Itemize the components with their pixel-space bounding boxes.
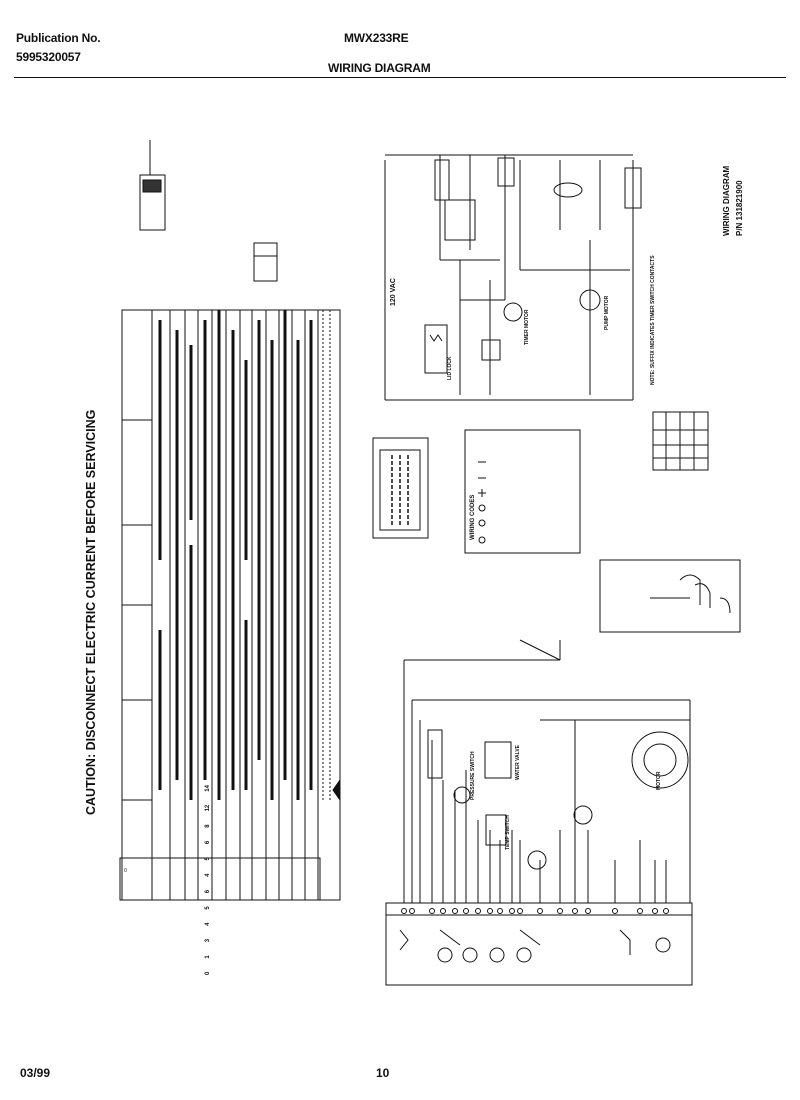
header-rule bbox=[14, 77, 786, 78]
footer-date: 03/99 bbox=[20, 1066, 51, 1080]
svg-text:0: 0 bbox=[124, 868, 127, 874]
legend-title: WIRING CODES bbox=[470, 494, 476, 540]
cycle-number-labels: 0 bbox=[124, 868, 127, 874]
ladder-schematic bbox=[384, 154, 634, 401]
water-valve bbox=[434, 159, 450, 201]
chart-arrow bbox=[332, 778, 341, 802]
pressure-switch-pictorial bbox=[453, 786, 471, 804]
pump-motor bbox=[579, 289, 601, 311]
timer-motor-label: TIMER MOTOR bbox=[524, 309, 530, 345]
page-title: WIRING DIAGRAM bbox=[328, 61, 431, 75]
connector-pins bbox=[379, 449, 421, 531]
page-number: 10 bbox=[376, 1066, 390, 1080]
drive-coil-detail bbox=[599, 559, 741, 633]
motor-winding bbox=[553, 182, 583, 198]
cycle-row-number: 6 bbox=[205, 840, 211, 845]
cycle-row-number: 6 bbox=[205, 889, 211, 894]
cycle-row-number: 3 bbox=[205, 938, 211, 943]
timer-increments bbox=[322, 310, 331, 800]
motor-box bbox=[624, 167, 642, 209]
pump-motor-label: PUMP MOTOR bbox=[604, 295, 610, 330]
temp-switch bbox=[444, 199, 476, 241]
cycle-row-number: 8 bbox=[205, 824, 211, 828]
cycle-row-number: 14 bbox=[205, 785, 211, 792]
motor-pictorial bbox=[631, 731, 689, 789]
cycle-row-number: 5 bbox=[205, 857, 211, 861]
temp-switch-label: TEMP SWITCH bbox=[505, 815, 511, 850]
model-number: MWX233RE bbox=[344, 31, 409, 45]
wiring-codes-legend bbox=[464, 429, 581, 554]
water-valve-label: WATER VALVE bbox=[515, 745, 521, 780]
legend-symbol bbox=[478, 536, 486, 544]
pictorial-wiring bbox=[385, 639, 693, 986]
cycle-row-number: 4 bbox=[205, 873, 211, 877]
motor-speed-table bbox=[253, 242, 278, 282]
lid-lock bbox=[424, 324, 448, 374]
timer-bars bbox=[158, 310, 313, 800]
timer-motor bbox=[503, 302, 523, 322]
publication-label: Publication No. bbox=[16, 31, 101, 45]
motor-label: MOTOR bbox=[656, 771, 662, 790]
timer-chart bbox=[119, 309, 341, 901]
cycle-row-number: 1 bbox=[205, 955, 211, 959]
temp-switch-pictorial bbox=[485, 814, 507, 846]
publication-number: 5995320057 bbox=[16, 50, 81, 64]
timer-motor-pictorial bbox=[527, 850, 547, 870]
pressure-switch bbox=[481, 339, 501, 361]
spin-detail-box bbox=[139, 174, 166, 231]
pump-motor-pictorial bbox=[573, 805, 593, 825]
water-valve-pictorial bbox=[484, 741, 512, 779]
cycle-row-number: 4 bbox=[205, 922, 211, 926]
lid-lock-label: LID LOCK bbox=[447, 356, 453, 380]
lid-lock-pictorial bbox=[427, 729, 443, 779]
pressure-switch-label: PRESSURE SWITCH bbox=[470, 751, 476, 800]
cycle-row-number: 5 bbox=[205, 906, 211, 910]
cycle-row-strip: 0 1 3 4 5 6 4 5 6 8 12 14 bbox=[128, 785, 318, 975]
cold-valve bbox=[497, 157, 515, 187]
connector-outline bbox=[372, 437, 429, 539]
cycle-row-number: 0 bbox=[205, 971, 211, 975]
cycle-row-number: 12 bbox=[205, 804, 211, 812]
